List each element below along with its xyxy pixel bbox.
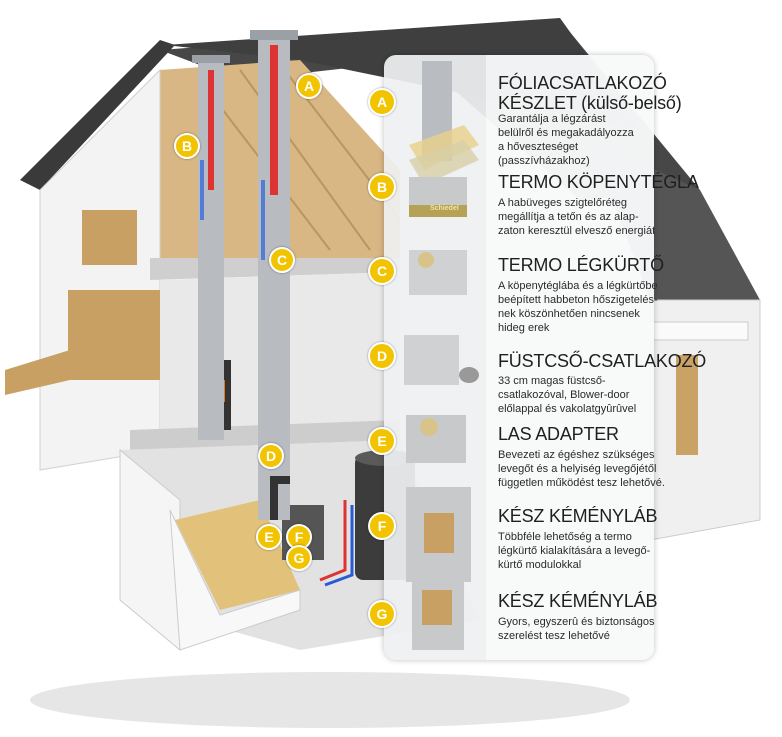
- item-text-g: Gyors, egyszerû és biztonságos szerelést…: [498, 616, 655, 642]
- item-title-d: FÜSTCSŐ-CSATLAKOZÓ: [498, 351, 707, 371]
- ground-shadow: [30, 672, 630, 728]
- flue-pipe: [270, 476, 290, 520]
- item-title-e: LAS ADAPTER: [498, 424, 619, 444]
- product-thumbnails: [404, 61, 479, 650]
- legend-badge-a: A: [368, 88, 396, 116]
- roof-front-edge: [20, 40, 175, 190]
- marker-g: G: [286, 545, 312, 571]
- legend-badge-f: F: [368, 512, 396, 540]
- chimney-right-top: [250, 30, 298, 40]
- thumb-e: [406, 415, 466, 463]
- marker-b: B: [174, 133, 200, 159]
- item-text-f: Többféle lehetőség a termo légkürtő kial…: [498, 531, 651, 571]
- item-title-c: TERMO LÉGKÜRTŐ: [498, 255, 664, 275]
- product-logo: Schiedel: [430, 205, 459, 212]
- item-title-a: FÓLIACSATLAKOZÓ KÉSZLET (külső-belső): [498, 73, 682, 113]
- thumb-a: [409, 61, 479, 185]
- legend-badge-b: B: [368, 173, 396, 201]
- legend-badge-g: G: [368, 600, 396, 628]
- marker-e: E: [256, 524, 282, 550]
- front-wall-upper: [39, 68, 161, 471]
- marker-d: D: [258, 443, 284, 469]
- middle-cladding: [68, 290, 160, 380]
- item-text-c: A köpenytéglába és a légkürtőbe beépítet…: [498, 280, 658, 334]
- item-title-f: KÉSZ KÉMÉNYLÁB: [498, 506, 658, 526]
- legend-badge-c: C: [368, 257, 396, 285]
- thumb-d: [404, 335, 479, 385]
- legend-badge-d: D: [368, 342, 396, 370]
- storage-wall: [169, 509, 301, 651]
- item-text-a: Garantálja a légzárást belülről és megak…: [498, 113, 634, 167]
- thumb-g: [412, 565, 464, 650]
- thumb-c: [409, 250, 467, 295]
- legend-badge-e: E: [368, 427, 396, 455]
- marker-c: C: [269, 247, 295, 273]
- right-wing-balcony: [639, 321, 749, 341]
- item-title-b: TERMO KÖPENYTÉGLA: [498, 172, 699, 192]
- right-wing-cladding: [676, 355, 698, 455]
- marker-a: A: [296, 73, 322, 99]
- chimney-left-top: [192, 55, 230, 63]
- item-text-d: 33 cm magas füstcső- csatlakozóval, Blow…: [498, 375, 637, 415]
- item-text-b: A habüveges szigtelőréteg megállítja a t…: [498, 197, 656, 237]
- thumb-b: [409, 177, 467, 217]
- upper-window: [82, 210, 137, 265]
- item-title-g: KÉSZ KÉMÉNYLÁB: [498, 591, 658, 611]
- terrace-deck: [5, 350, 70, 395]
- item-text-e: Bevezeti az égéshez szükséges levegőt és…: [498, 449, 665, 489]
